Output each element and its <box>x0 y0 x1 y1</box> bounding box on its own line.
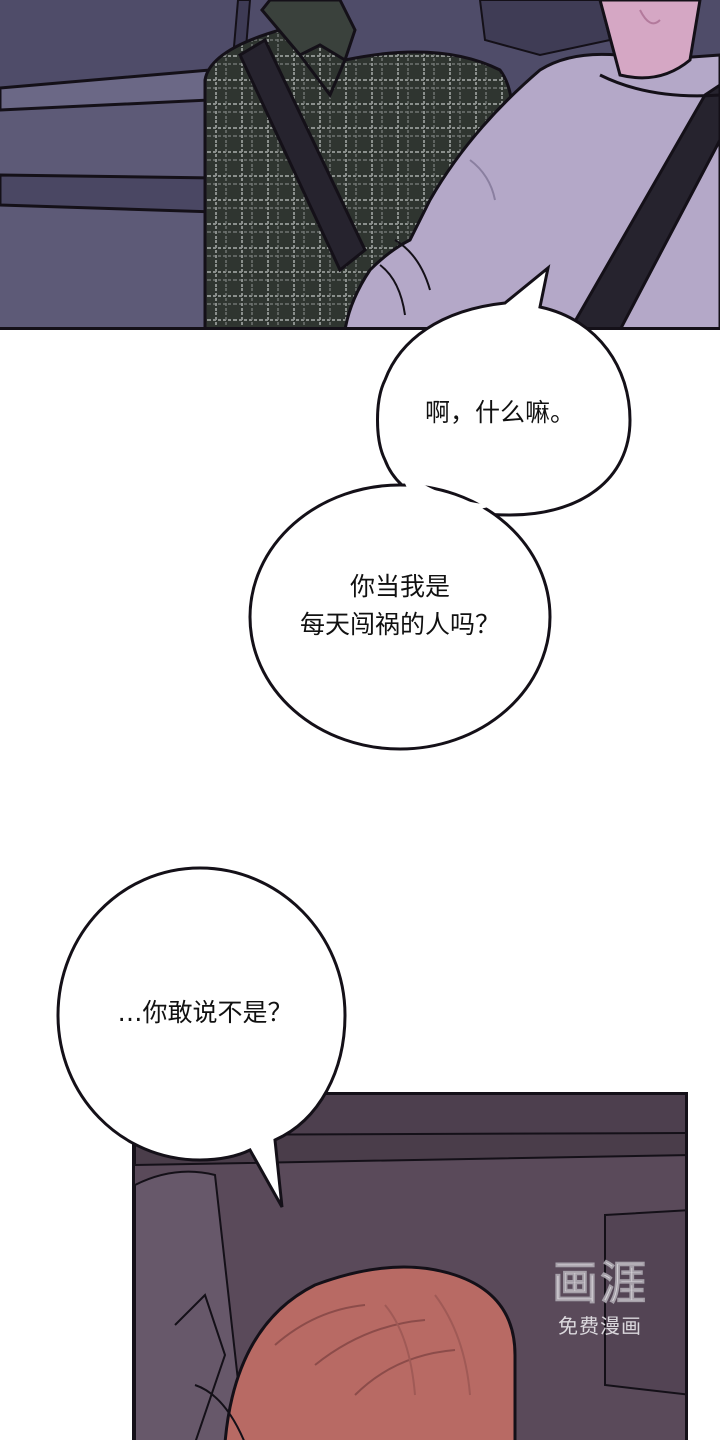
watermark: 画涯 免费漫画 <box>534 1254 666 1364</box>
watermark-logo: 画涯 <box>552 1256 648 1311</box>
speech-text-3: …你敢说不是？ <box>70 994 340 1032</box>
watermark-caption: 免费漫画 <box>558 1314 642 1338</box>
car-interior-art <box>0 0 720 327</box>
speech-text-1: 啊，什么嘛。 <box>395 394 605 432</box>
speech-line: …你敢说不是？ <box>117 998 293 1027</box>
speech-line: 你当我是 <box>349 572 450 601</box>
speech-line: 每天闯祸的人吗？ <box>299 610 500 639</box>
speech-text-2: 你当我是 每天闯祸的人吗？ <box>255 568 545 644</box>
speech-line: 啊，什么嘛。 <box>424 398 575 427</box>
top-panel-illustration <box>0 0 720 330</box>
